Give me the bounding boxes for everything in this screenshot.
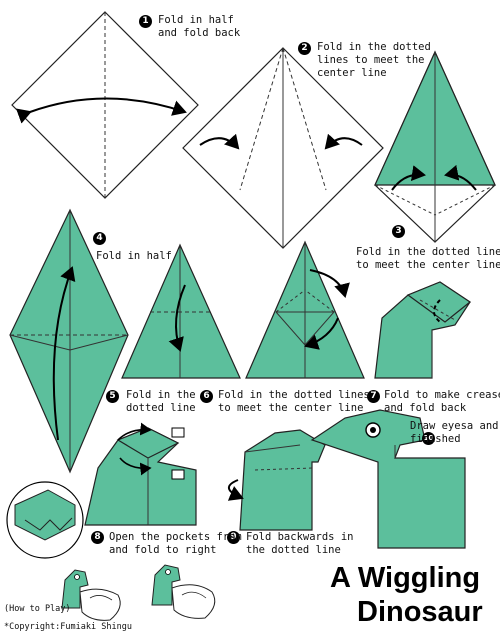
step1-label: Fold in half and fold back (158, 14, 241, 39)
step8-label: Open the pockets from and fold to right (109, 531, 242, 556)
how-to-play-label: (How to Play) (4, 604, 71, 614)
step9-number: 9 (227, 531, 240, 544)
step7-label: Fold to make crease and fold back (384, 389, 500, 414)
step8-number: 8 (91, 531, 104, 544)
step5-figure (121, 243, 241, 379)
step9-figure (227, 429, 326, 531)
step2-figure (182, 47, 384, 249)
step8-figure (6, 422, 197, 559)
step1-figure (11, 11, 199, 199)
step6-label: Fold in the dotted lines to meet the cen… (218, 389, 370, 414)
step10-figure (310, 409, 466, 549)
step7-figure (374, 281, 472, 379)
step10-label: Draw eyesa and finished (410, 420, 499, 445)
step7-number: 7 (367, 390, 380, 403)
how-to-play-figure-2 (151, 564, 216, 619)
how-to-play-figure-1 (61, 569, 121, 621)
step4-number: 4 (93, 232, 106, 245)
step3-label: Fold in the dotted lines to meet the cen… (356, 246, 500, 271)
step3-figure (374, 50, 496, 243)
step5-label: Fold in the dotted line (126, 389, 196, 414)
step4-figure (9, 208, 129, 474)
step9-label: Fold backwards in the dotted line (246, 531, 354, 556)
step1-number: 1 (139, 15, 152, 28)
step6-number: 6 (200, 390, 213, 403)
copyright: *Copyright:Fumiaki Shingu (4, 622, 132, 632)
step2-number: 2 (298, 42, 311, 55)
title-line2: Dinosaur (357, 596, 483, 628)
step3-number: 3 (392, 225, 405, 238)
step4-label: Fold in half (96, 250, 172, 262)
step2-label: Fold in the dotted lines to meet the cen… (317, 41, 431, 79)
step5-number: 5 (106, 390, 119, 403)
step6-figure (245, 240, 365, 379)
step1-arrow (16, 97, 187, 124)
title-line1: A Wiggling (330, 562, 481, 594)
step10-number: 10 (422, 432, 435, 445)
